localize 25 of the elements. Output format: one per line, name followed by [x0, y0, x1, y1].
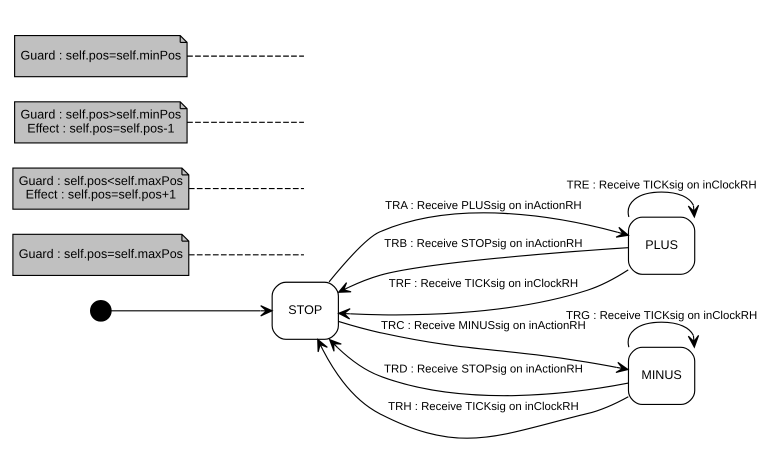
- connector: [187, 121, 304, 122]
- arrow: [628, 321, 700, 348]
- arrow: [628, 190, 700, 218]
- connector: [187, 55, 304, 56]
- node-box: PLUS: [628, 216, 696, 274]
- edge-label: TRF : Receive TICKsig on inClockRH: [388, 277, 578, 290]
- node-box: STOP: [272, 281, 339, 340]
- connector: [188, 188, 304, 189]
- edge-label: TRB : Receive STOPsig on inActionRH: [384, 237, 583, 250]
- edge-label: TRA : Receive PLUSsig on inActionRH: [385, 200, 582, 212]
- arrow: [329, 338, 628, 396]
- node-circle: [90, 299, 112, 322]
- edge-label: TRG : Receive TICKsig on inClockRH: [566, 309, 758, 322]
- edge-label: TRC : Receive MINUSsig on inActionRH: [381, 320, 586, 332]
- node-box: MINUS: [628, 346, 696, 405]
- edge-label: TRD : Receive STOPsig on inActionRH: [384, 362, 583, 375]
- edge-label: TRE : Receive TICKsig on inClockRH: [566, 179, 757, 192]
- arrow: [317, 338, 629, 438]
- edge-label: TRH : Receive TICKsig on inClockRH: [388, 400, 579, 413]
- arrow: [328, 212, 630, 282]
- arrow: [338, 268, 629, 320]
- arrow: [338, 246, 628, 292]
- connector: [188, 254, 304, 255]
- arrow: [338, 320, 629, 373]
- arrow: [111, 304, 273, 316]
